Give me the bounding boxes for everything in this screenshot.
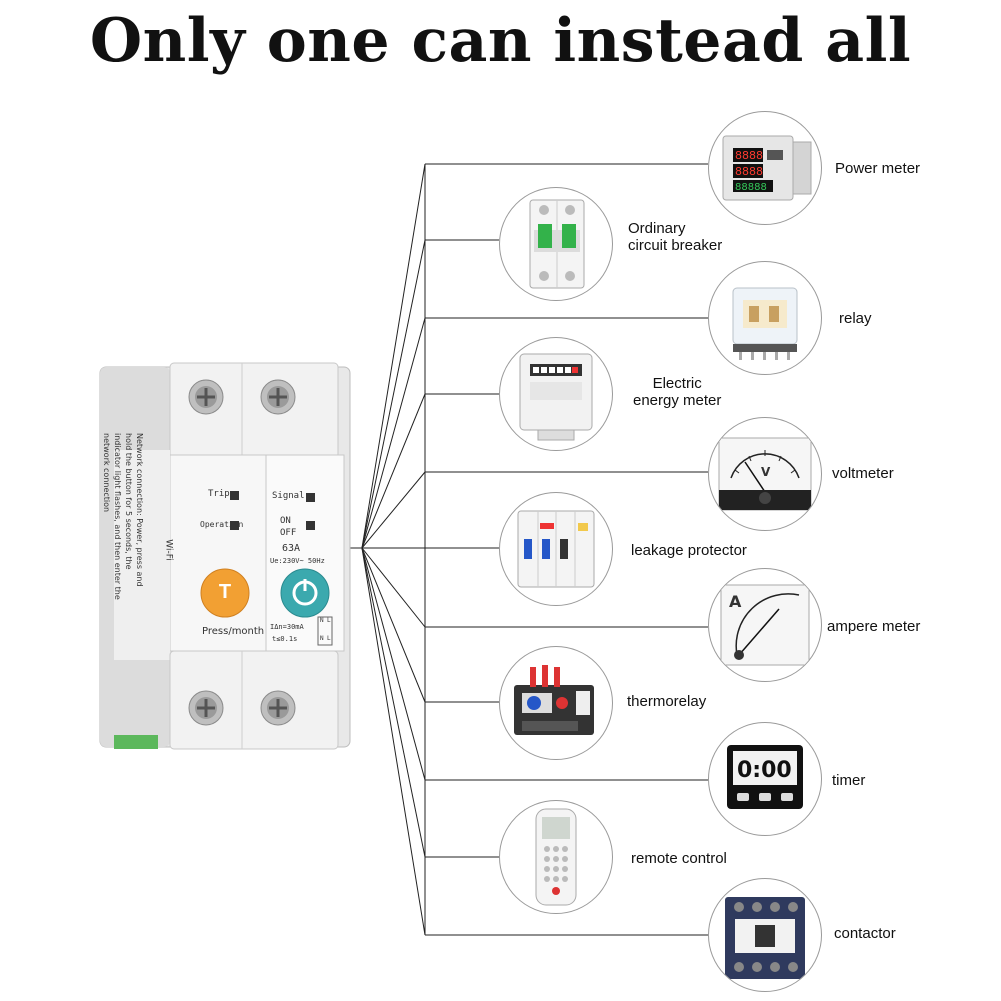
leak-current-label: IΔn=30mA <box>270 623 304 631</box>
rating-label: 63A <box>282 543 301 554</box>
contactor-icon <box>708 878 822 992</box>
label-circuit-breaker: Ordinary circuit breaker <box>628 220 723 254</box>
trip-time-label: t≤0.1s <box>272 635 298 643</box>
label-ampere-meter: ampere meter <box>827 618 921 635</box>
leakage-protector-icon <box>499 492 613 606</box>
power-meter-display-3: 88888 <box>735 182 767 193</box>
label-timer: timer <box>832 772 866 789</box>
power-meter-display-1: 8888 <box>735 149 763 162</box>
circuit-breaker-icon <box>499 187 613 301</box>
on-label: ON <box>280 516 291 526</box>
relay-icon <box>708 261 822 375</box>
timer-icon: 0:00 <box>708 722 822 836</box>
signal-label: Signal <box>272 491 305 501</box>
l-terminal-label-2: L <box>327 635 331 642</box>
power-meter-display-2: 8888 <box>735 165 763 178</box>
ampere-meter-icon: A <box>708 568 822 682</box>
timer-display: 0:00 <box>737 758 792 783</box>
t-button[interactable]: T <box>218 581 232 603</box>
power-meter-icon: 8888 8888 88888 <box>708 111 822 225</box>
l-terminal-label-1: L <box>327 617 331 624</box>
voltmeter-unit: V <box>761 465 771 479</box>
label-energy-meter: Electric energy meter <box>633 375 722 409</box>
label-thermorelay: thermorelay <box>627 693 707 710</box>
label-leakage-protector: leakage protector <box>631 542 747 559</box>
press-month-label: Press/month <box>202 626 265 637</box>
operation-label: Operation <box>200 520 244 529</box>
wifi-label: Wi-Fi <box>163 539 174 561</box>
label-relay: relay <box>839 310 872 327</box>
label-voltmeter: voltmeter <box>832 465 894 482</box>
ampere-meter-unit: A <box>729 592 742 611</box>
trip-label: Trip <box>208 489 230 499</box>
voltmeter-icon: V <box>708 417 822 531</box>
network-instructions: Network connection: Power, press and hol… <box>102 433 144 600</box>
label-contactor: contactor <box>834 925 896 942</box>
off-label: OFF <box>280 528 297 538</box>
smart-breaker-image <box>99 362 351 750</box>
thermorelay-icon <box>499 646 613 760</box>
page-title: Only one can instead all <box>89 6 912 76</box>
label-power-meter: Power meter <box>835 160 921 177</box>
n-terminal-label-2: N <box>320 635 324 642</box>
n-terminal-label-1: N <box>320 617 324 624</box>
remote-control-icon <box>499 800 613 914</box>
voltage-label: Ue:230V~ 50Hz <box>270 557 325 565</box>
label-remote-control: remote control <box>631 850 727 867</box>
energy-meter-icon <box>499 337 613 451</box>
